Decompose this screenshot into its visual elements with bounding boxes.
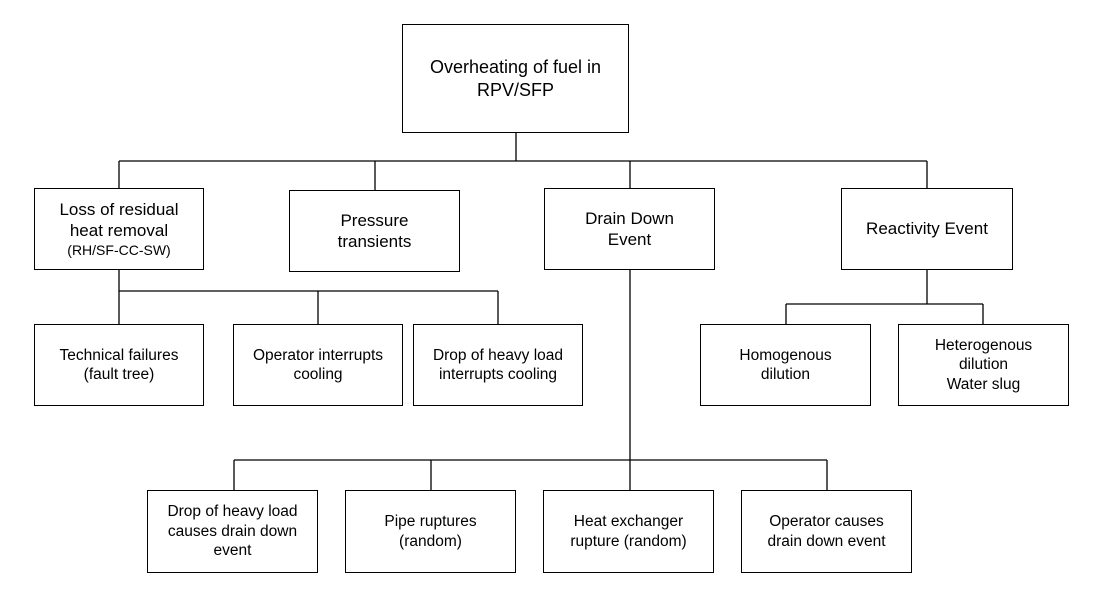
technical-failures-node: Technical failures (fault tree) (34, 324, 204, 406)
loss-residual-heat-node: Loss of residual heat removal (RH/SF-CC-… (34, 188, 204, 270)
pipe-ruptures-text: Pipe ruptures (random) (384, 513, 477, 550)
reactivity-event-text: Reactivity Event (866, 219, 988, 239)
heat-exchanger-rupture-text: Heat exchanger rupture (random) (570, 513, 687, 550)
root-node: Overheating of fuel in RPV/SFP (402, 24, 629, 133)
pressure-transients-text: Pressure transients (337, 210, 412, 251)
pressure-transients-node: Pressure transients (289, 190, 460, 272)
heavy-load-drain-down-text: Drop of heavy load causes drain down eve… (167, 503, 298, 560)
heat-exchanger-rupture-node: Heat exchanger rupture (random) (543, 490, 714, 573)
heterogenous-dilution-node: Heterogenous dilution Water slug (898, 324, 1069, 406)
homogenous-dilution-text: Homogenous dilution (739, 346, 832, 383)
loss-residual-heat-text: Loss of residual heat removal (RH/SF-CC-… (59, 200, 179, 258)
technical-failures-text: Technical failures (fault tree) (59, 346, 179, 383)
homogenous-dilution-node: Homogenous dilution (700, 324, 871, 406)
root-node-text: Overheating of fuel in RPV/SFP (429, 57, 602, 100)
drain-down-event-text: Drain Down Event (585, 208, 674, 249)
reactivity-event-node: Reactivity Event (841, 188, 1013, 270)
operator-causes-drain-down-text: Operator causes drain down event (767, 513, 886, 550)
heterogenous-dilution-text: Heterogenous dilution Water slug (934, 336, 1033, 393)
operator-interrupts-cooling-text: Operator interrupts cooling (252, 346, 384, 383)
operator-interrupts-cooling-node: Operator interrupts cooling (233, 324, 403, 406)
operator-causes-drain-down-node: Operator causes drain down event (741, 490, 912, 573)
heavy-load-drain-down-node: Drop of heavy load causes drain down eve… (147, 490, 318, 573)
heavy-load-interrupts-cooling-text: Drop of heavy load interrupts cooling (432, 346, 564, 383)
drain-down-event-node: Drain Down Event (544, 188, 715, 270)
heavy-load-interrupts-cooling-node: Drop of heavy load interrupts cooling (413, 324, 583, 406)
pipe-ruptures-node: Pipe ruptures (random) (345, 490, 516, 573)
